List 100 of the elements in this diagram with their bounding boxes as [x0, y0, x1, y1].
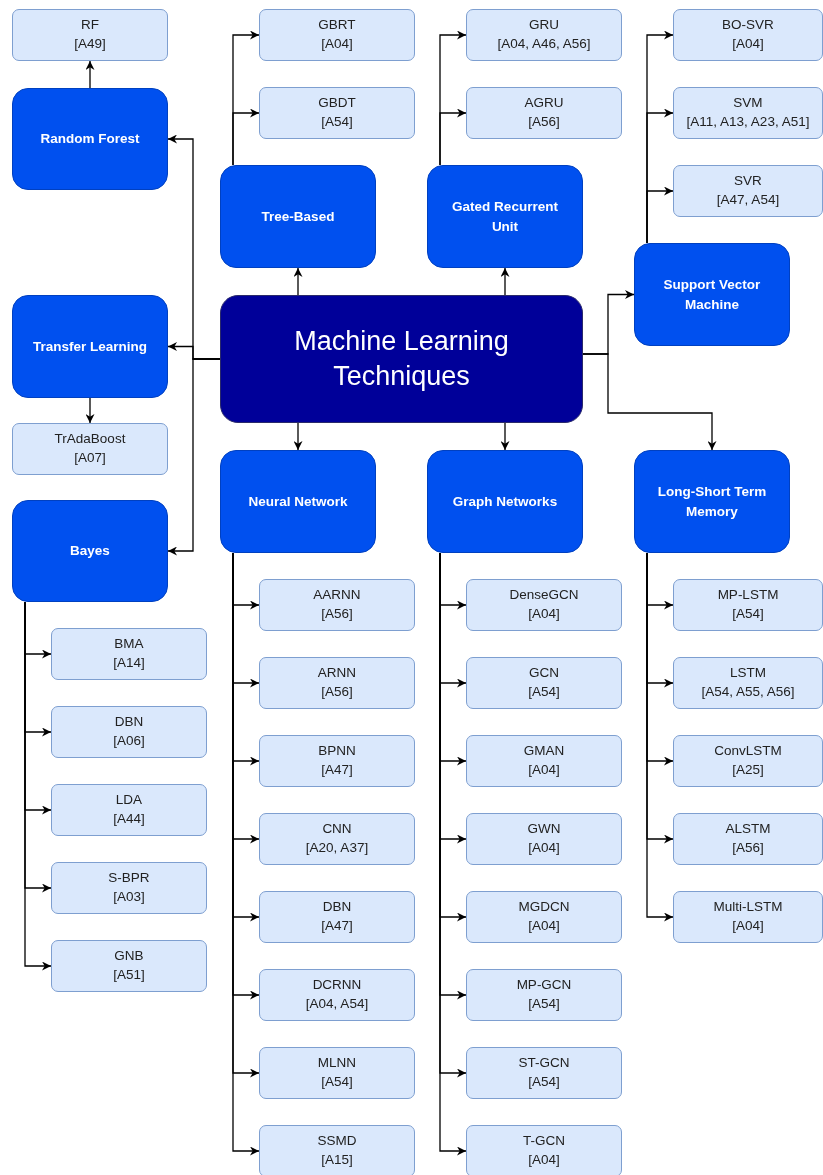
connector-arrow — [582, 353, 717, 451]
category-box — [634, 243, 790, 346]
connector-arrow — [85, 397, 95, 424]
reference-list: [A04] — [732, 35, 764, 54]
method-box — [259, 813, 415, 865]
connector-arrow — [85, 60, 95, 89]
method-name: TrAdaBoost — [54, 430, 126, 449]
connector-arrow — [293, 267, 303, 296]
method-name: S-BPR — [108, 869, 150, 888]
method-box — [466, 813, 622, 865]
method-box — [673, 891, 823, 943]
method-name: MLNN — [317, 1054, 357, 1073]
category-box — [427, 165, 583, 268]
connector-arrow — [500, 422, 510, 451]
reference-list: [A54] — [321, 1073, 353, 1092]
category-title: Random Forest — [40, 130, 140, 149]
category-box — [220, 165, 376, 268]
method-name: AGRU — [524, 94, 564, 113]
method-box — [673, 87, 823, 139]
method-box — [466, 969, 622, 1021]
reference-list: [A47] — [321, 761, 353, 780]
reference-list: [A11, A13, A23, A51] — [686, 113, 810, 132]
method-box — [259, 579, 415, 631]
method-box — [51, 862, 207, 914]
category-title: Tree-Based — [261, 207, 335, 226]
method-box — [51, 784, 207, 836]
reference-list: [A47, A54] — [716, 191, 780, 210]
reference-list: [A04] — [528, 761, 560, 780]
reference-list: [A04] — [321, 35, 353, 54]
method-box — [673, 813, 823, 865]
category-title: Support Vector Machine — [662, 275, 762, 314]
method-box — [259, 1047, 415, 1099]
method-name: Multi-LSTM — [713, 898, 783, 917]
method-name: ConvLSTM — [714, 742, 782, 761]
reference-list: [A04, A54] — [305, 995, 369, 1014]
method-box — [259, 1125, 415, 1175]
method-box — [673, 579, 823, 631]
method-name: ST-GCN — [518, 1054, 570, 1073]
method-name: RF — [81, 16, 99, 35]
connector-arrow — [232, 108, 260, 166]
method-box — [259, 891, 415, 943]
method-box — [51, 940, 207, 992]
reference-list: [A04] — [528, 1151, 560, 1170]
category-title: Transfer Learning — [32, 337, 147, 356]
connector-arrow — [500, 267, 510, 296]
method-box — [466, 87, 622, 139]
method-box — [51, 706, 207, 758]
category-box — [220, 450, 376, 553]
method-box — [259, 657, 415, 709]
method-name: ALSTM — [725, 820, 771, 839]
connector-arrow — [293, 422, 303, 451]
method-name: MP-LSTM — [717, 586, 779, 605]
reference-list: [A54, A55, A56] — [701, 683, 795, 702]
method-name: MGDCN — [518, 898, 570, 917]
method-box — [466, 9, 622, 61]
method-box — [673, 9, 823, 61]
category-title: Bayes — [70, 542, 110, 561]
method-name: LSTM — [730, 664, 766, 683]
method-box — [12, 423, 168, 475]
main-title: Machine Learning Techniques — [293, 324, 510, 393]
method-name: BPNN — [318, 742, 356, 761]
reference-list: [A56] — [321, 683, 353, 702]
method-box — [466, 891, 622, 943]
reference-list: [A51] — [113, 966, 145, 985]
reference-list: [A54] — [528, 683, 560, 702]
category-title: Neural Network — [248, 492, 348, 511]
method-name: GWN — [527, 820, 561, 839]
method-name: DBN — [322, 898, 352, 917]
category-title: Gated Recurrent Unit — [451, 197, 559, 236]
method-name: BMA — [114, 635, 144, 654]
method-box — [12, 9, 168, 61]
method-name: GMAN — [523, 742, 565, 761]
method-box — [51, 628, 207, 680]
method-name: MP-GCN — [516, 976, 572, 995]
method-name: GNB — [114, 947, 144, 966]
reference-list: [A56] — [732, 839, 764, 858]
method-name: SVM — [733, 94, 763, 113]
reference-list: [A56] — [321, 605, 353, 624]
reference-list: [A25] — [732, 761, 764, 780]
method-name: DBN — [114, 713, 144, 732]
method-name: ARNN — [317, 664, 357, 683]
method-name: SVR — [734, 172, 762, 191]
reference-list: [A54] — [528, 1073, 560, 1092]
method-name: DCRNN — [312, 976, 362, 995]
reference-list: [A54] — [732, 605, 764, 624]
method-name: AARNN — [313, 586, 361, 605]
method-name: GBRT — [318, 16, 356, 35]
reference-list: [A06] — [113, 732, 145, 751]
method-box — [466, 1047, 622, 1099]
method-name: CNN — [322, 820, 352, 839]
reference-list: [A04] — [528, 917, 560, 936]
method-box — [466, 657, 622, 709]
method-box — [259, 87, 415, 139]
connector-arrow — [646, 186, 674, 244]
reference-list: [A03] — [113, 888, 145, 907]
method-box — [466, 1125, 622, 1175]
reference-list: [A47] — [321, 917, 353, 936]
method-name: GCN — [529, 664, 559, 683]
reference-list: [A20, A37] — [305, 839, 369, 858]
method-name: SSMD — [317, 1132, 357, 1151]
